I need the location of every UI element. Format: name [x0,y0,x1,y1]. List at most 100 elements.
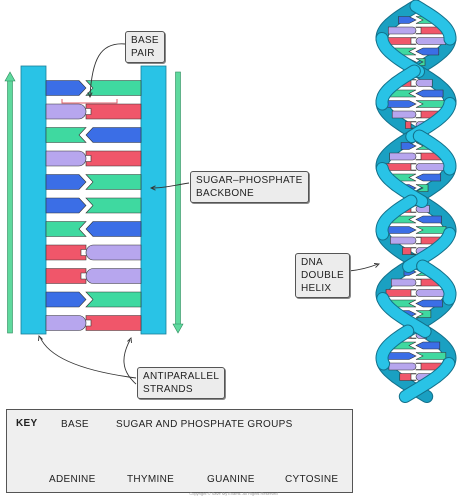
helix-strand [413,130,456,175]
adenine-base [415,299,443,308]
dna-double-helix [375,0,457,403]
guanine-base [405,121,417,129]
helix-pointer-head [373,263,380,268]
adenine-base [398,16,417,24]
thymine-base [85,197,142,214]
arrow-head [4,71,16,82]
cytosine-base [415,37,446,45]
cytosine-base [390,278,417,287]
right-sugar-phosphate-backbone [140,65,167,335]
thymine-base [415,100,447,108]
adenine-base [400,142,417,150]
thymine-base [45,221,87,237]
thymine-base [415,352,447,360]
cytosine-base [45,315,87,331]
helix-strand [376,33,424,77]
guanine-base [45,244,87,261]
cytosine-base [415,79,433,87]
thymine-base [415,184,429,192]
adenine-base [385,100,417,108]
helix-strand [377,293,431,337]
guanine-base [85,103,142,120]
base-pair-rung [45,291,142,308]
helix-label-line3: HELIX [301,283,332,294]
adenine-base [415,173,442,182]
base-pair-rung [45,103,142,120]
base-pair-label-line2: PAIR [131,48,155,59]
thymine-base [85,291,142,308]
key-thymine-label: THYMINE [127,474,175,485]
dna-ladder [4,65,184,335]
antiparallel-pointer-right-head [127,337,132,344]
cytosine-base [85,244,142,261]
helix-strand [376,195,417,240]
helix-label-line2: DOUBLE [301,270,344,281]
cytosine-base [391,110,417,119]
base-pair-pointer-head [87,92,93,99]
helix-strand [410,0,456,45]
adenine-base [45,174,87,190]
guanine-base [402,247,417,255]
cytosine-base [85,268,142,284]
adenine-base [85,127,142,143]
guanine-base [85,315,142,331]
antiparallel-pointer-left [39,336,137,379]
cytosine-base [415,163,447,171]
helix-strand [376,65,420,110]
adenine-base [45,80,87,96]
adenine-base [385,352,417,360]
base-pair-callout: BASE PAIR [125,31,165,63]
cytosine-base [45,103,87,120]
copyright-footer: Copyright © Save My Exams. All Rights Re… [189,491,278,496]
guanine-base [385,289,417,297]
key-cytosine-label: CYTOSINE [285,474,339,485]
thymine-base [415,310,432,318]
adenine-base [45,291,87,308]
helix-strand [399,358,455,402]
base-pair-rung [45,150,142,167]
key-title: KEY [16,418,38,429]
thymine-base [85,80,142,96]
adenine-base [385,226,417,234]
cytosine-base [389,152,417,161]
base-pair-rung [45,221,142,237]
thymine-base [415,226,447,234]
arrow-shaft [7,79,13,334]
antiparallel-pointer-left-head [38,335,43,342]
strand-direction-up-arrow [4,71,16,334]
base-pair-bracket [61,99,118,104]
guanine-base [415,26,445,35]
base-pair-rung [45,174,142,190]
antiparallel-pointer-right [123,339,137,385]
helix-strand [403,228,455,272]
thymine-base [45,127,87,143]
cytosine-base [390,236,417,245]
key-adenine-label: ADENINE [49,474,96,485]
adenine-base [85,221,142,237]
left-sugar-phosphate-backbone [20,65,47,335]
base-pair-rung [45,127,142,143]
helix-strand [417,260,456,305]
helix-pointer [348,263,379,272]
backbone-label-line2: BACKBONE [196,188,254,199]
callout-pointers [38,43,380,385]
strand-direction-down-arrow [172,71,184,334]
adenine-base [415,89,444,98]
cytosine-base [388,362,417,371]
key-guanine-label: GUANINE [207,474,255,485]
base-pair-rung [45,268,142,284]
guanine-base [45,268,87,284]
base-pair-rung [45,315,142,331]
thymine-base [85,174,142,190]
helix-label-line1: DNA [301,257,324,268]
base-pair-rung [45,80,142,96]
backbone-callout: SUGAR–PHOSPHATE BACKBONE [190,171,309,203]
cytosine-base [415,289,447,297]
adenine-base [415,341,441,350]
base-pair-rung [45,244,142,261]
base-pair-label-line1: BASE [131,35,159,46]
cytosine-base [387,26,417,35]
antiparallel-label-line1: ANTIPARALLEL [143,371,220,382]
guanine-base [399,373,417,381]
